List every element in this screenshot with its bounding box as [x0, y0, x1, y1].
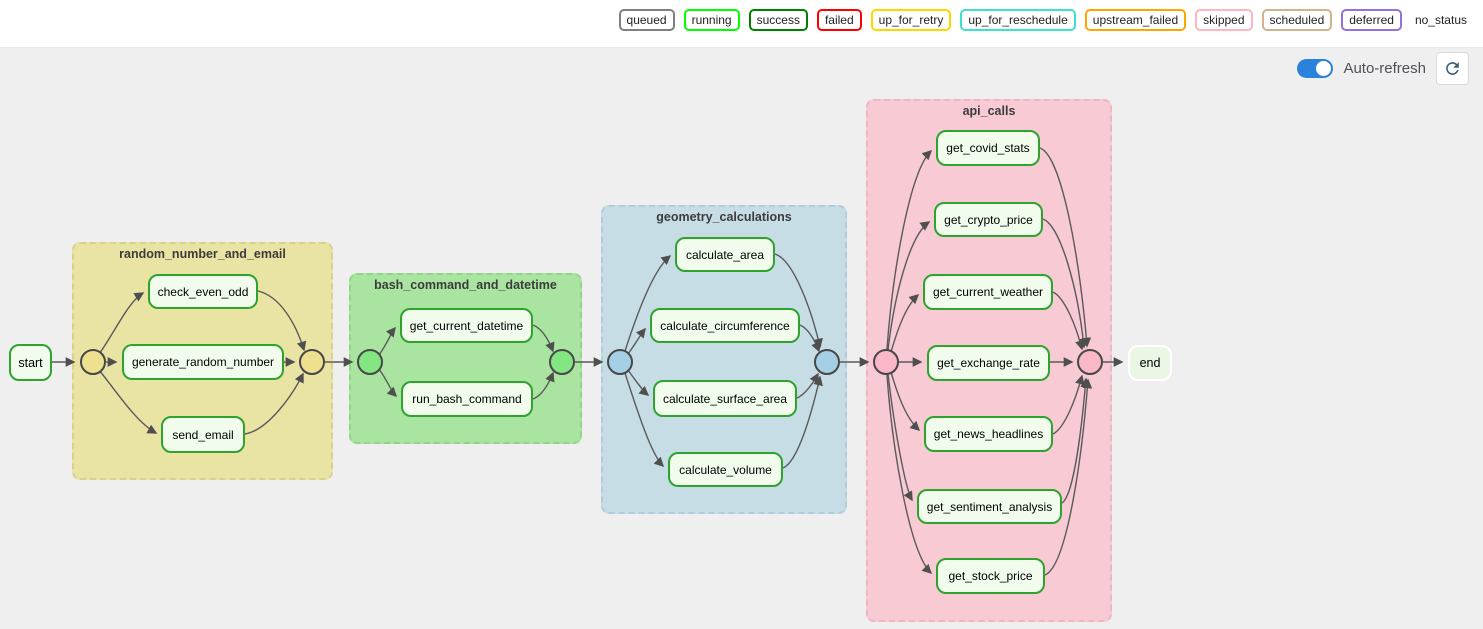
- legend-badge-upstream_failed: upstream_failed: [1084, 9, 1187, 31]
- task-get_exchange_rate[interactable]: get_exchange_rate: [927, 345, 1050, 381]
- legend-badge-up_for_reschedule: up_for_reschedule: [960, 9, 1076, 31]
- group-close-circle-api_calls[interactable]: [1077, 349, 1103, 375]
- task-run_bash_command[interactable]: run_bash_command: [401, 381, 533, 417]
- auto-refresh-label: Auto-refresh: [1343, 59, 1426, 77]
- toggle-knob: [1316, 60, 1332, 76]
- group-open-circle-geometry_calculations[interactable]: [607, 349, 633, 375]
- task-calculate_volume[interactable]: calculate_volume: [668, 452, 783, 487]
- graph-controls: Auto-refresh: [1297, 50, 1469, 86]
- legend-badge-deferred: deferred: [1341, 9, 1402, 31]
- legend-badge-scheduled: scheduled: [1261, 9, 1333, 31]
- group-close-circle-geometry_calculations[interactable]: [814, 349, 840, 375]
- task-get_covid_stats[interactable]: get_covid_stats: [936, 130, 1040, 166]
- task-get_stock_price[interactable]: get_stock_price: [936, 558, 1045, 594]
- legend-badge-up_for_retry: up_for_retry: [870, 9, 952, 31]
- dag-graph-canvas: Auto-refresh random_number_and_email bas…: [0, 48, 1483, 629]
- task-check_even_odd[interactable]: check_even_odd: [148, 274, 258, 309]
- legend-badge-queued: queued: [618, 9, 675, 31]
- task-get_crypto_price[interactable]: get_crypto_price: [934, 202, 1043, 237]
- task-get_current_weather[interactable]: get_current_weather: [923, 274, 1053, 310]
- task-end[interactable]: end: [1128, 345, 1172, 381]
- task-group-title: api_calls: [962, 104, 1016, 118]
- auto-refresh-toggle[interactable]: [1297, 58, 1334, 78]
- task-get_news_headlines[interactable]: get_news_headlines: [924, 416, 1053, 452]
- task-get_sentiment_analysis[interactable]: get_sentiment_analysis: [917, 489, 1062, 524]
- refresh-button[interactable]: [1436, 51, 1469, 85]
- status-legend-bar: queued running success failed up_for_ret…: [0, 0, 1483, 48]
- task-group-title: geometry_calculations: [656, 210, 792, 224]
- task-group-title: random_number_and_email: [119, 247, 286, 261]
- group-close-circle-random_number_and_email[interactable]: [299, 349, 325, 375]
- task-group-title: bash_command_and_datetime: [374, 278, 557, 292]
- group-open-circle-api_calls[interactable]: [873, 349, 899, 375]
- legend-badge-success: success: [748, 9, 808, 31]
- status-legend: queued running success failed up_for_ret…: [618, 9, 1475, 31]
- task-calculate_circumference[interactable]: calculate_circumference: [650, 308, 800, 343]
- task-calculate_surface_area[interactable]: calculate_surface_area: [653, 380, 797, 417]
- task-get_current_datetime[interactable]: get_current_datetime: [400, 308, 533, 343]
- task-group-bash_command_and_datetime[interactable]: bash_command_and_datetime: [349, 273, 582, 444]
- task-send_email[interactable]: send_email: [161, 416, 245, 453]
- group-close-circle-bash_command_and_datetime[interactable]: [549, 349, 575, 375]
- group-open-circle-bash_command_and_datetime[interactable]: [357, 349, 383, 375]
- task-generate_random_number[interactable]: generate_random_number: [122, 344, 284, 380]
- legend-badge-skipped: skipped: [1195, 9, 1253, 31]
- legend-badge-failed: failed: [816, 9, 862, 31]
- task-start[interactable]: start: [9, 344, 52, 381]
- task-calculate_area[interactable]: calculate_area: [675, 237, 775, 272]
- group-open-circle-random_number_and_email[interactable]: [80, 349, 106, 375]
- legend-badge-running: running: [683, 9, 740, 31]
- refresh-icon: [1446, 61, 1459, 75]
- legend-badge-no_status: no_status: [1410, 9, 1475, 31]
